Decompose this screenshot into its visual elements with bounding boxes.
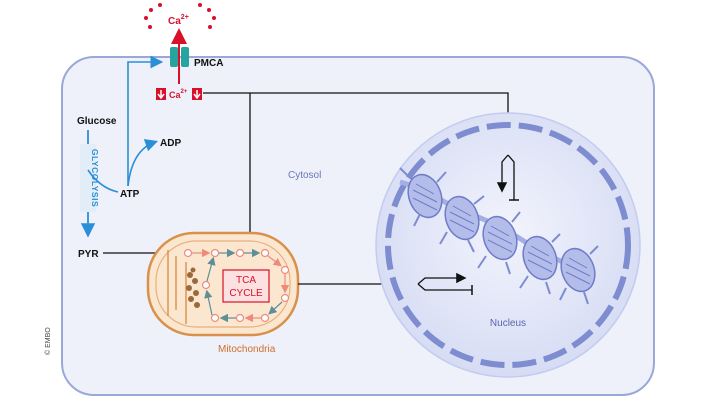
glycolysis-box (80, 144, 96, 212)
tca-cycle-box (222, 269, 270, 303)
adp-label: ADP (160, 138, 181, 149)
atp-to-adp-arrow (127, 139, 159, 187)
tca-cycle-ring (183, 248, 290, 323)
down-arrow-box-icon (156, 88, 166, 100)
tca-label-line2: CYCLE (229, 288, 263, 299)
atp-to-pmca-arrow (127, 55, 164, 186)
tca-nucleus-split (417, 277, 472, 291)
ca-nucleus-split (501, 154, 515, 200)
cytosol-label: Cytosol (288, 170, 321, 181)
tca-cycle-arrows (192, 248, 290, 323)
extracellular-ca-dots (144, 3, 216, 29)
ca-extracellular-label: Ca2+ (168, 14, 189, 27)
nucleus-label: Nucleus (490, 318, 526, 329)
tca-label-line1: TCA (236, 275, 256, 286)
glycolysis-to-atp-branch (87, 169, 119, 193)
pyr-label: PYR (78, 249, 99, 260)
ca-cytosolic-label: Ca2+ (169, 89, 188, 100)
pmca-label: PMCA (194, 58, 223, 69)
glucose-label: Glucose (77, 116, 117, 127)
atp-label: ATP (120, 189, 140, 200)
chromatin-fiber (399, 167, 599, 305)
copyright-label: © EMBO (44, 327, 52, 355)
down-arrow-box-icon (192, 88, 202, 100)
pmca-pump (170, 47, 189, 67)
mitochondria-label: Mitochondria (218, 344, 276, 355)
